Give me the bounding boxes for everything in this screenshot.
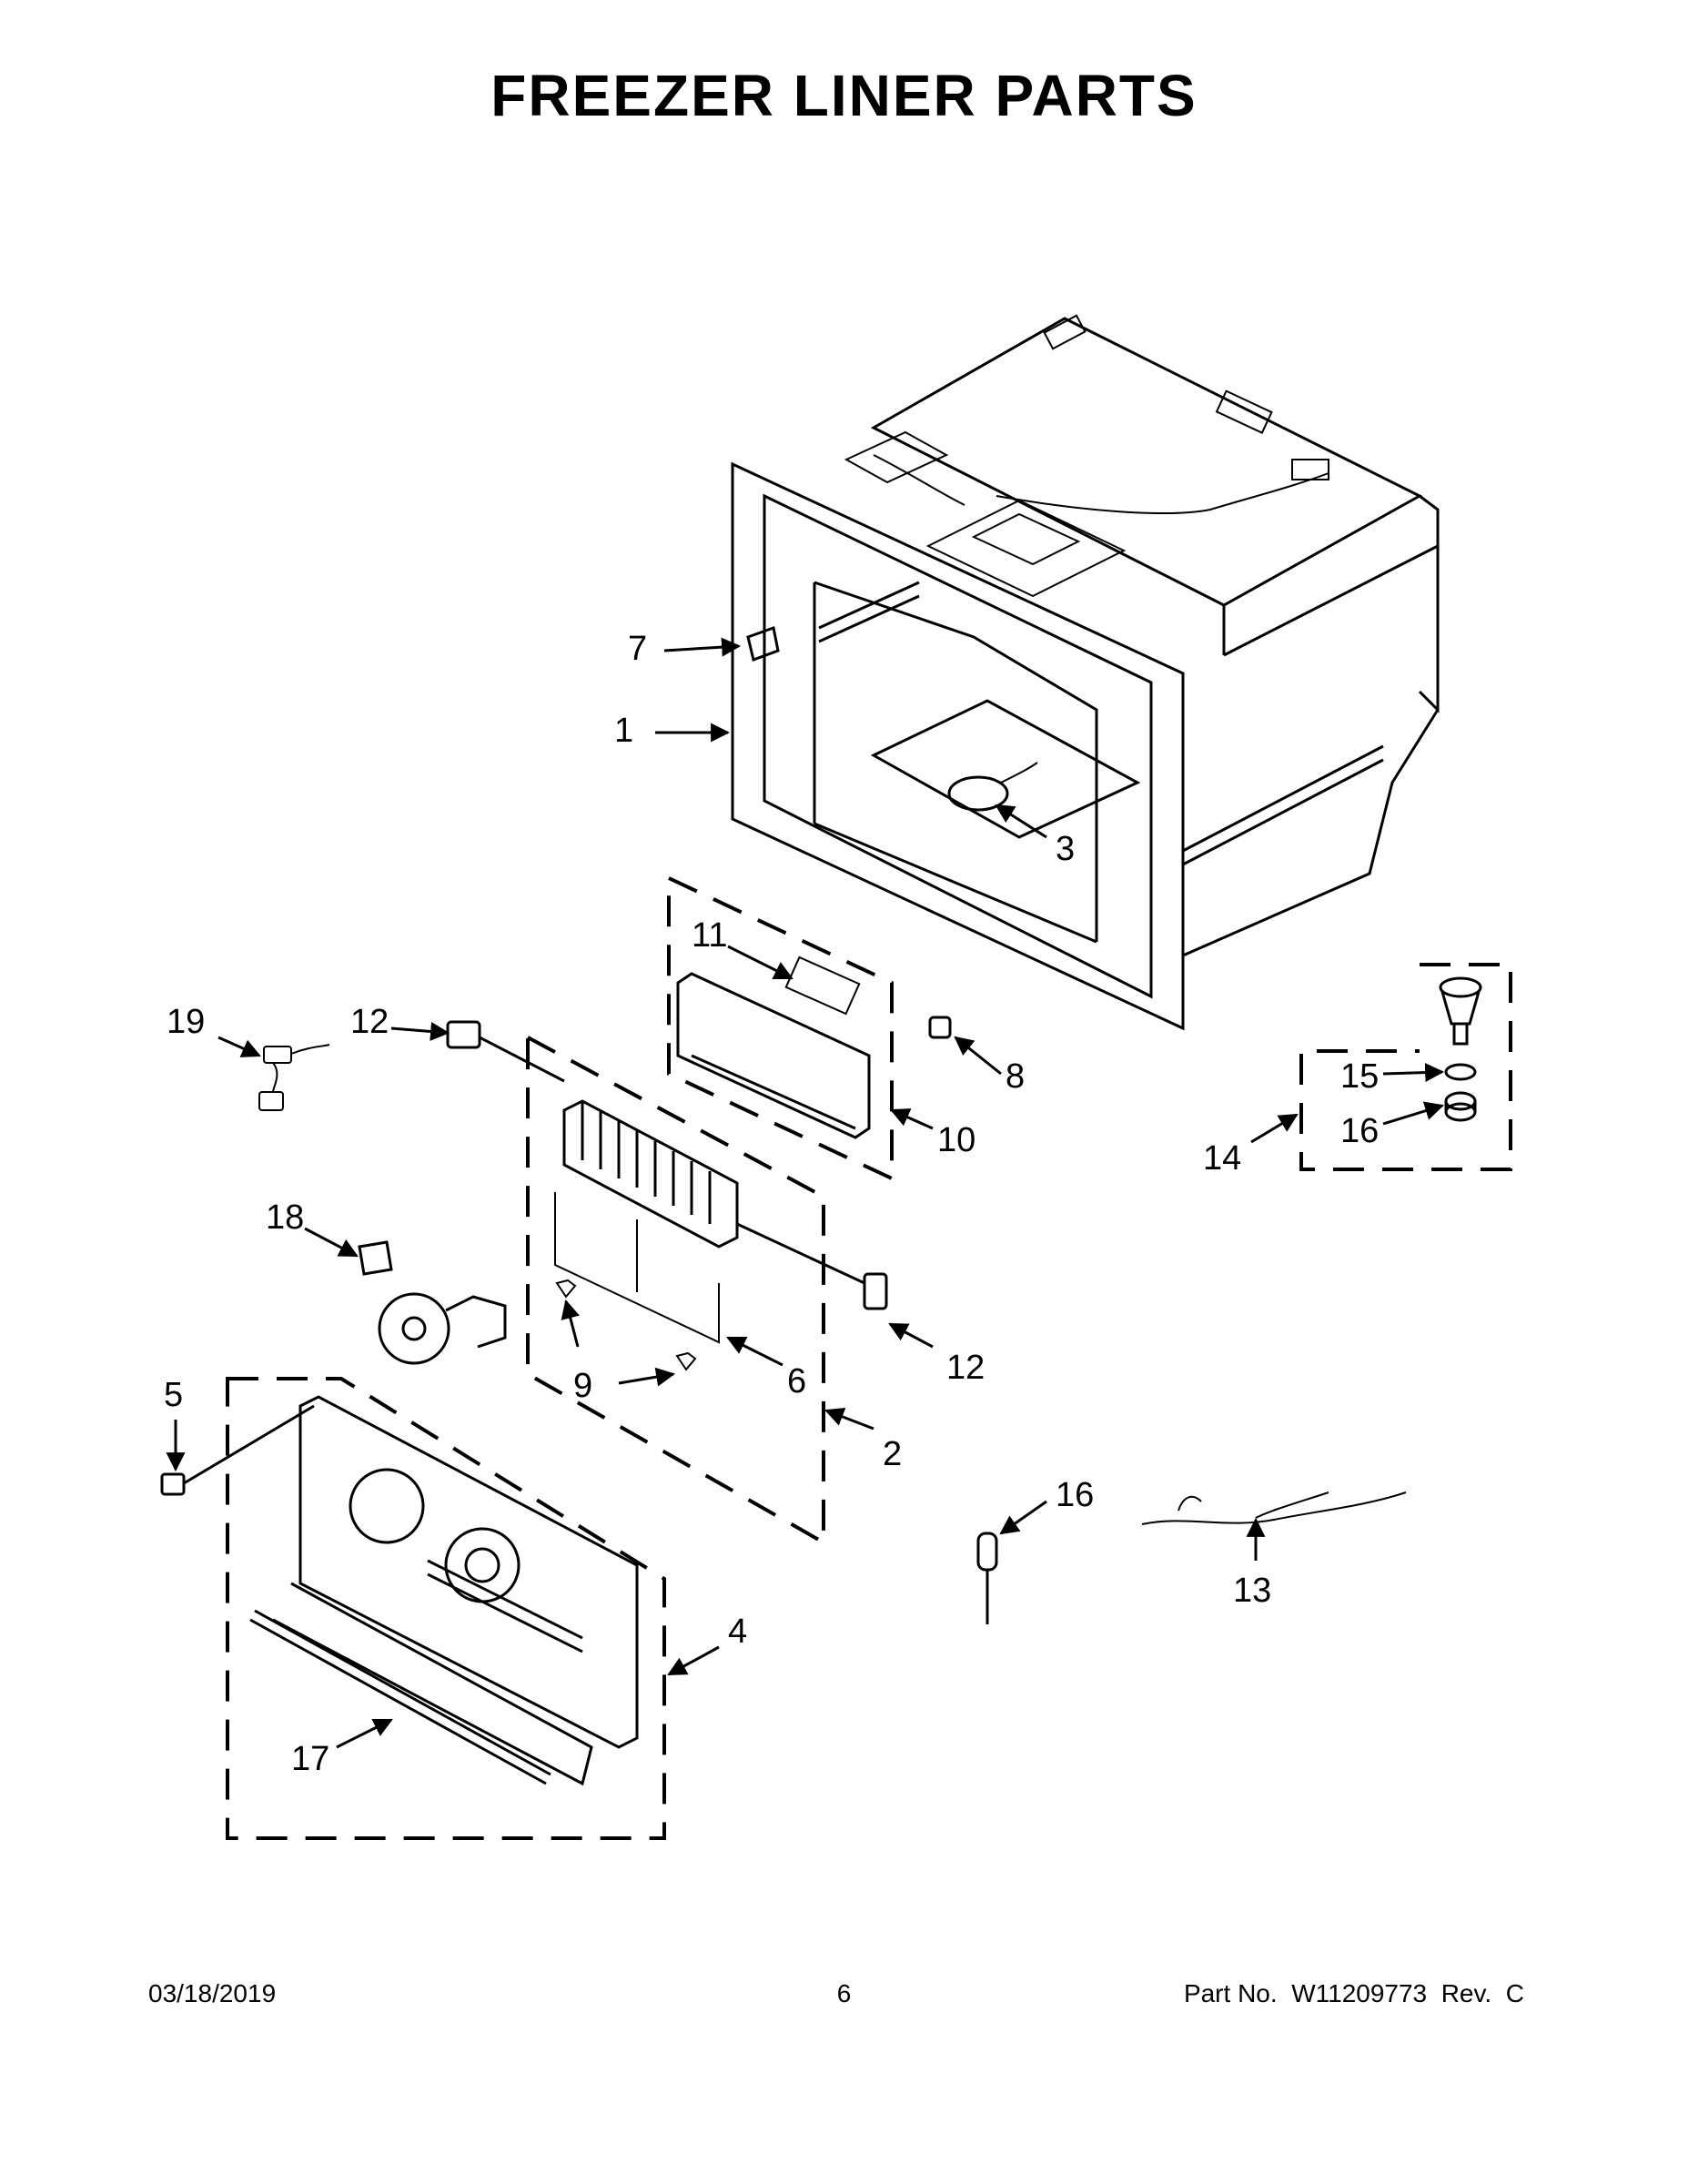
- part-12-connector-left: [446, 1020, 565, 1083]
- leader-lines: [166, 637, 1445, 1749]
- rev-label: Rev.: [1440, 1979, 1492, 2007]
- callout-4: 4: [728, 1613, 747, 1651]
- part-5-screw: [160, 1404, 315, 1496]
- callout-18: 17: [291, 1740, 329, 1778]
- part-20-harness: [258, 1044, 330, 1111]
- freezer-liner-drawing: [731, 314, 1440, 1031]
- part-3-sensor: [947, 762, 1038, 812]
- callout-labels: 7 1 3 11 8 10 19 12 18 9 6 12 2 5 4 17 1…: [164, 630, 1379, 1778]
- part-label: Part No.: [1183, 1979, 1278, 2007]
- callout-10: 10: [937, 1121, 975, 1159]
- footer-page-number: 6: [836, 1979, 852, 2007]
- callout-8: 8: [1006, 1057, 1025, 1096]
- callout-1: 1: [614, 712, 633, 750]
- part-6-heater: [554, 1192, 720, 1344]
- callout-19: 18: [266, 1198, 304, 1237]
- part-16-grommet: [1444, 1091, 1477, 1122]
- part-7-clip: [746, 626, 780, 662]
- callout-20: 19: [167, 1003, 205, 1041]
- callout-13: 13: [1233, 1572, 1271, 1610]
- part-8-connector: [928, 1016, 952, 1039]
- callout-17: 16: [1056, 1476, 1094, 1514]
- callout-3: 3: [1056, 830, 1075, 868]
- part-18-strip: [249, 1609, 551, 1785]
- callout-11: 11: [692, 916, 727, 955]
- rev-value: C: [1505, 1979, 1524, 2007]
- callout-15: 15: [1340, 1057, 1379, 1096]
- group-2-box: [526, 1034, 825, 1546]
- part-15-oring: [1444, 1063, 1477, 1081]
- group-14-box: [1299, 963, 1512, 1171]
- callout-14: 14: [1203, 1139, 1241, 1178]
- part-14-drain: [1439, 976, 1482, 1046]
- part-12-connector-right: [736, 1222, 888, 1310]
- part-19-fan: [358, 1240, 507, 1365]
- part-2-evaporator: [562, 1099, 739, 1249]
- part-number: W11209773: [1291, 1979, 1428, 2007]
- callout-9: 9: [573, 1367, 592, 1405]
- callout-5: 5: [164, 1376, 183, 1414]
- part-17-sensor: [976, 1532, 998, 1624]
- callout-12-left: 12: [350, 1003, 389, 1041]
- part-9-clips: [555, 1279, 697, 1371]
- group-10-box: [667, 875, 894, 1182]
- page-title: FREEZER LINER PARTS: [490, 63, 1198, 128]
- callout-7: 7: [628, 630, 647, 668]
- callout-2: 2: [883, 1435, 902, 1473]
- part-4-cover: [272, 1395, 639, 1786]
- callout-6: 6: [787, 1362, 806, 1400]
- callout-12-right: 12: [946, 1349, 985, 1387]
- footer-part-info: Part No. W11209773 Rev. C: [1184, 1979, 1524, 2008]
- part-13-harness: [1141, 1491, 1407, 1525]
- footer-date: 03/18/2019: [148, 1979, 277, 2007]
- part-10-cover: [676, 956, 871, 1139]
- callout-16: 16: [1340, 1112, 1379, 1150]
